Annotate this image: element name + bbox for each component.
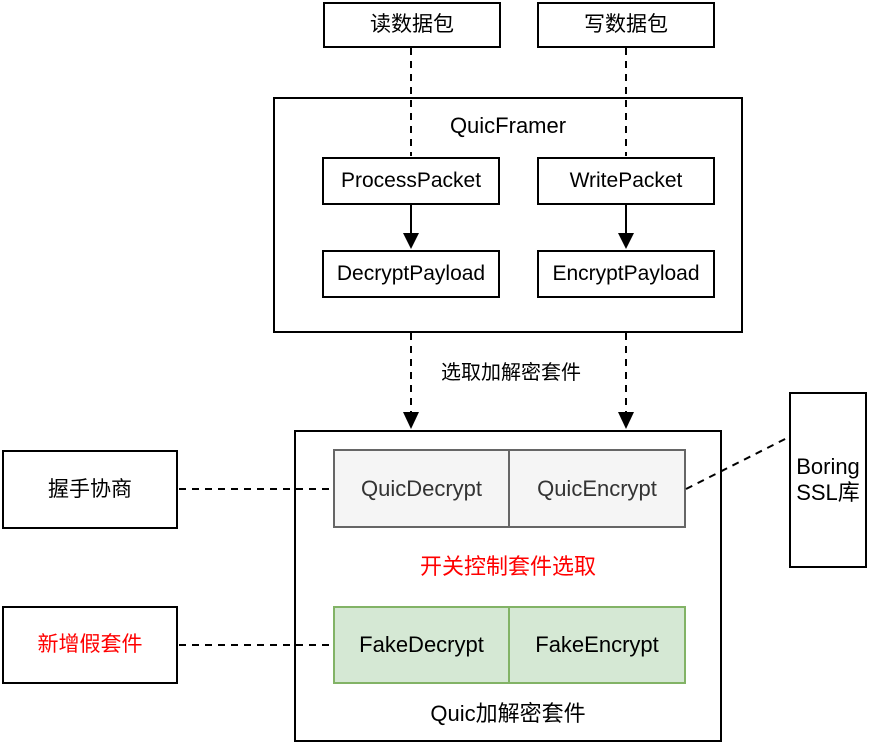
arrowhead: [403, 412, 419, 429]
new-fake-suite-label: 新增假套件: [37, 633, 143, 657]
decrypt-payload-node: DecryptPayload: [322, 250, 500, 298]
quic-decrypt-node: QuicDecrypt: [333, 449, 510, 528]
fake-decrypt-node: FakeDecrypt: [333, 606, 510, 684]
quic-encrypt-label: QuicEncrypt: [537, 475, 657, 501]
read-packet-label: 读数据包: [370, 13, 454, 37]
fake-encrypt-label: FakeEncrypt: [535, 632, 659, 657]
select-suite-label: 选取加解密套件: [441, 362, 581, 384]
boringssl-label: Boring SSL库: [796, 453, 860, 505]
encrypt-payload-node: EncryptPayload: [537, 250, 715, 298]
read-packet-node: 读数据包: [323, 2, 501, 48]
process-packet-label: ProcessPacket: [340, 169, 482, 193]
write-packet-fn-label: WritePacket: [569, 169, 683, 193]
quic-suite-title: Quic加解密套件: [430, 701, 586, 726]
quic-encrypt-node: QuicEncrypt: [508, 449, 686, 528]
process-packet-node: ProcessPacket: [322, 157, 500, 205]
quic-decrypt-label: QuicDecrypt: [360, 475, 483, 501]
write-packet-node: 写数据包: [537, 2, 715, 48]
fake-encrypt-node: FakeEncrypt: [508, 606, 686, 684]
decrypt-payload-label: DecryptPayload: [336, 262, 486, 286]
boringssl-node: Boring SSL库: [789, 392, 867, 568]
write-packet-label: 写数据包: [584, 13, 668, 37]
encrypt-payload-label: EncryptPayload: [552, 262, 700, 286]
new-fake-suite-node: 新增假套件: [2, 606, 178, 684]
write-packet-fn-node: WritePacket: [537, 157, 715, 205]
arrowhead: [618, 412, 634, 429]
quicframer-title: QuicFramer: [449, 113, 567, 138]
handshake-node: 握手协商: [2, 450, 178, 529]
switch-control-label: 开关控制套件选取: [419, 554, 596, 579]
handshake-label: 握手协商: [48, 477, 132, 501]
fake-decrypt-label: FakeDecrypt: [359, 632, 484, 657]
